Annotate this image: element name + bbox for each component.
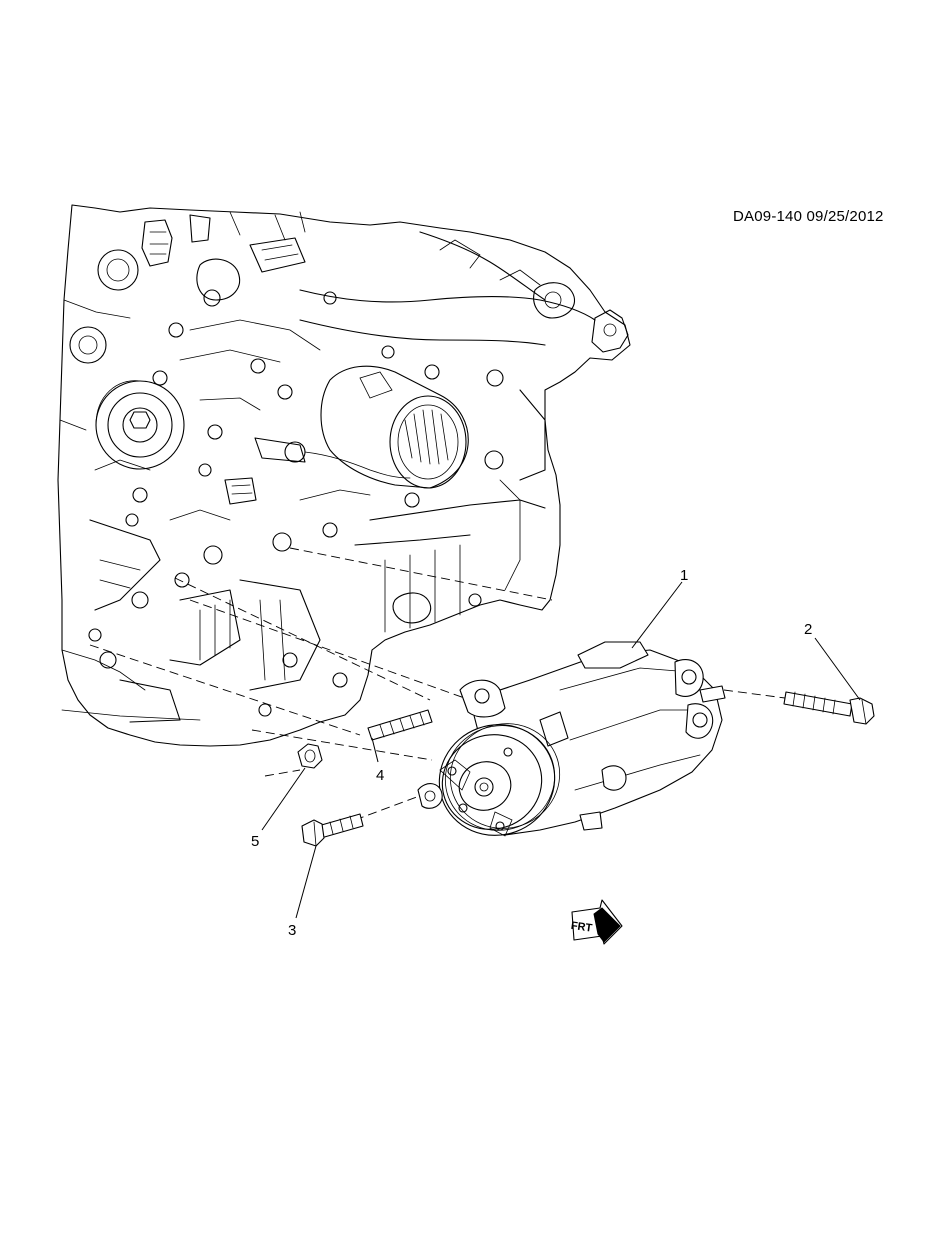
document-id-date: DA09-140 09/25/2012 (733, 208, 884, 225)
alignment-lines (89, 547, 786, 821)
part-bolt-short (301, 813, 364, 847)
part-stud (367, 709, 433, 741)
part-compressor (417, 641, 726, 837)
leader-lines (261, 581, 861, 919)
engine-block (57, 204, 631, 747)
part-nut (297, 743, 323, 769)
front-arrow-icon: FRT (570, 899, 623, 945)
front-arrow-label: FRT (570, 920, 593, 935)
callout-4: 4 (376, 767, 384, 784)
callout-1: 1 (680, 567, 688, 584)
part-bolt-long (783, 691, 875, 725)
callout-2: 2 (804, 621, 812, 638)
callout-3: 3 (288, 922, 296, 939)
callout-5: 5 (251, 833, 259, 850)
